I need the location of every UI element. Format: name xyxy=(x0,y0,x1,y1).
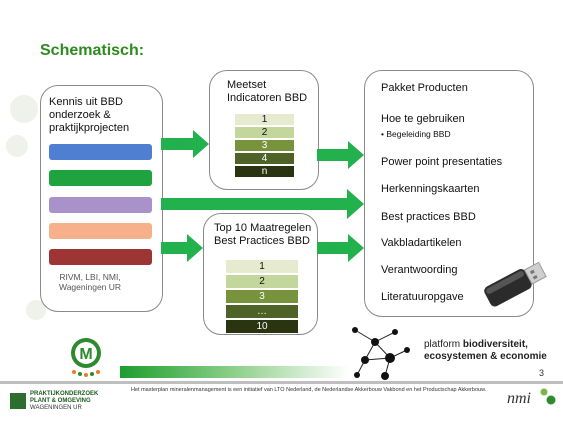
pakket-item: Literatuuropgave xyxy=(381,291,464,303)
pakket-sub-item: • Begeleiding BBD xyxy=(381,129,451,139)
arrow-right-icon xyxy=(317,234,364,262)
knowledge-box: Kennis uit BBD onderzoek & praktijkproje… xyxy=(40,85,163,312)
platform-logo-subtext: ecosystemen & economie xyxy=(424,351,547,362)
nmi-logo: nmi xyxy=(507,390,531,407)
svg-text:M: M xyxy=(79,346,92,363)
scale-item: 1 xyxy=(226,260,298,273)
scale-item: 2 xyxy=(235,127,294,138)
arrow-right-icon xyxy=(161,234,203,262)
pakket-item: Herkenningskaarten xyxy=(381,183,480,195)
scale-item: 4 xyxy=(235,153,294,164)
scale-item: n xyxy=(235,166,294,177)
meetset-box: Meetset Indicatoren BBD 1 2 3 4 n xyxy=(209,70,319,190)
usb-stick-icon xyxy=(484,261,547,307)
slide-title: Schematisch: xyxy=(40,42,145,59)
scale-item: 2 xyxy=(226,275,298,288)
scale-item: 10 xyxy=(226,320,298,333)
pakket-item: Best practices BBD xyxy=(381,211,476,223)
pakket-item: Verantwoording xyxy=(381,264,458,276)
pakket-box: Pakket Producten Hoe te gebruiken • Bege… xyxy=(364,70,534,317)
platform-network-icon xyxy=(352,327,410,380)
ppo-logo-text: PRAKTIJKONDERZOEK PLANT & OMGEVING WAGEN… xyxy=(30,391,99,411)
arrow-right-icon xyxy=(161,130,209,158)
watermark-circle xyxy=(6,135,28,157)
pakket-item: Vakbladartikelen xyxy=(381,237,462,249)
top10-heading: Top 10 Maatregelen Best Practices BBD xyxy=(214,222,312,247)
scale-item: 1 xyxy=(235,114,294,125)
knowledge-bar xyxy=(49,197,152,213)
knowledge-bar xyxy=(49,249,152,265)
meetset-heading: Meetset Indicatoren BBD xyxy=(227,79,308,104)
arrow-right-long-icon xyxy=(161,189,364,219)
scale-item: 3 xyxy=(226,290,298,303)
footer-green-band xyxy=(120,366,350,378)
ppo-logo-icon xyxy=(10,393,26,409)
arrow-right-icon xyxy=(317,141,364,169)
scale-item: … xyxy=(226,305,298,318)
footer-divider xyxy=(0,381,563,384)
knowledge-bar xyxy=(49,170,152,186)
pakket-heading: Pakket Producten xyxy=(381,82,468,94)
scale-item: 3 xyxy=(235,140,294,151)
pakket-item: Hoe te gebruiken xyxy=(381,113,465,125)
top10-box: Top 10 Maatregelen Best Practices BBD 1 2… xyxy=(203,213,318,335)
watermark-circle xyxy=(10,95,38,123)
knowledge-bar xyxy=(49,144,152,160)
knowledge-bar xyxy=(49,223,152,239)
knowledge-sources: RIVM, LBI, NMI, Wageningen UR xyxy=(59,272,122,292)
watermark-circle xyxy=(26,300,46,320)
nmi-dots-icon xyxy=(540,388,556,405)
footer-disclaimer: Het masterplan mineralenmanagement is ee… xyxy=(131,387,487,393)
pakket-item: Power point presentaties xyxy=(381,156,503,168)
page-number: 3 xyxy=(539,368,545,378)
m-logo-icon: M xyxy=(71,338,101,377)
platform-logo-text: platform biodiversiteit, xyxy=(424,339,528,350)
knowledge-heading: Kennis uit BBD onderzoek & praktijkproje… xyxy=(49,96,130,134)
